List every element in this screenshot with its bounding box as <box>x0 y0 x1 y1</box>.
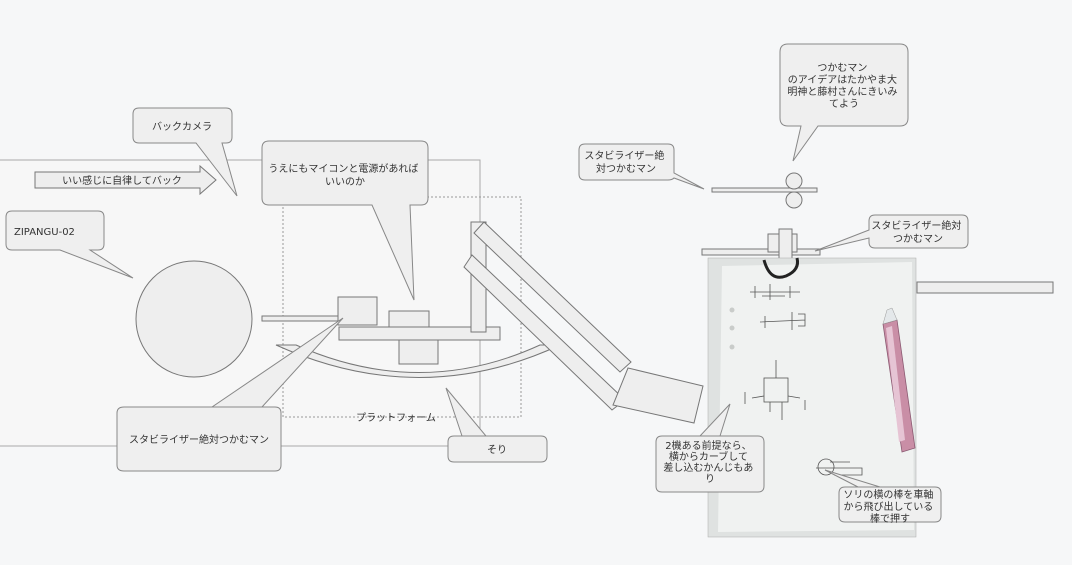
right-rod-extension <box>916 281 1054 294</box>
tsukamu-idea-callout <box>779 43 909 162</box>
stabilizer-top-callout <box>578 143 705 190</box>
auto-back-label: いい感じに自律してバック <box>62 174 182 187</box>
sled-label: そり <box>487 444 507 456</box>
top-rod <box>711 187 818 193</box>
two-units-label: 2機ある前提なら、 横からカーブして 差し込むかんじもあ り <box>663 439 756 485</box>
zipangu-callout <box>5 210 134 279</box>
zipangu-body-circle <box>135 260 253 378</box>
arm-upper <box>473 221 632 373</box>
sled-rod-label: ソリの横の棒を車軸 から飛び出している 棒で押す <box>843 488 936 525</box>
sled-rod-callout <box>824 469 942 523</box>
upper-mcu-label: うえにもマイコンと電源があれば いいのか <box>268 162 421 188</box>
arm-lower <box>463 254 626 411</box>
sled-callout <box>445 387 548 463</box>
platform-base <box>398 339 439 365</box>
roller-top <box>785 172 803 190</box>
two-units-callout <box>655 403 765 493</box>
platform-label: プラットフォーム <box>356 412 436 424</box>
stabilizer-right-label: スタビライザー絶対 つかむマン <box>871 219 964 245</box>
stabilizer-right-callout <box>814 214 969 252</box>
back-camera-label: バックカメラ <box>152 121 212 133</box>
stabilizer-left-callout <box>116 317 344 472</box>
upper-mcu-callout <box>261 140 429 301</box>
tsukamu-idea-label: つかむマン のアイデアはたかやま大 明神と藤村さんにきいみ てよう <box>787 62 900 110</box>
axle-bar <box>261 315 343 322</box>
roller-bottom <box>785 191 803 209</box>
platform-block-mid <box>388 310 430 330</box>
stabilizer-top-label: スタビライザー絶 対つかむマン <box>584 149 667 175</box>
arm-end-block <box>612 367 704 424</box>
platform-block-left <box>337 296 378 326</box>
back-camera-callout <box>132 107 238 197</box>
gripper-base-bar <box>701 248 821 256</box>
stabilizer-left-label: スタビライザー絶対つかむマン <box>129 433 269 446</box>
zipangu-label: ZIPANGU-02 <box>14 227 75 238</box>
auto-back-arrow <box>34 164 217 196</box>
